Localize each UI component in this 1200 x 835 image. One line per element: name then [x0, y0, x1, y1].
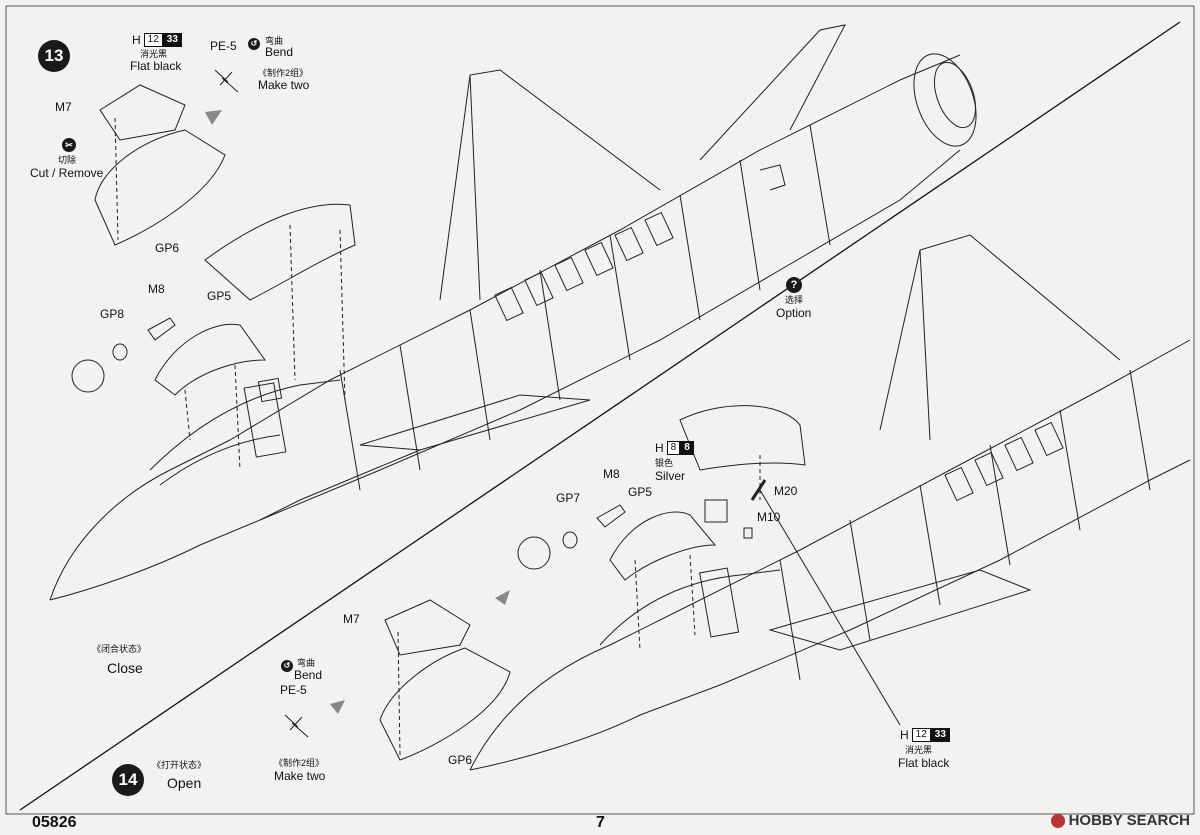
- step-14-badge: 14: [112, 764, 144, 796]
- watermark-text: HOBBY SEARCH: [1068, 812, 1190, 829]
- option-icon: ?: [786, 277, 802, 293]
- m8-gp8-13: [71, 317, 176, 393]
- state-open-en: Open: [167, 775, 202, 791]
- bend-icon: ↺: [248, 38, 260, 50]
- divider-line: [19, 21, 1181, 811]
- watermark: HOBBY SEARCH: [1050, 812, 1190, 829]
- paint-flat-black-13: H 12 33: [132, 33, 182, 47]
- arrow-14b: [330, 700, 345, 714]
- aircraft-closed: [49, 24, 977, 601]
- part-gp6-13: GP6: [155, 241, 180, 255]
- cut-en: Cut / Remove: [30, 166, 104, 180]
- hobby-search-logo-icon: [1050, 813, 1065, 828]
- make-two-en-13: Make two: [258, 78, 310, 92]
- paint-code: H: [900, 728, 909, 742]
- paint-name-en-13: Flat black: [130, 59, 182, 73]
- silver-cn: 银色: [655, 458, 674, 468]
- arrow-13: [205, 110, 222, 125]
- aircraft-open: [469, 234, 1191, 771]
- state-close-cn: 《闭合状态》: [92, 644, 147, 654]
- part-gp8-13: GP8: [100, 307, 125, 321]
- flat-black-cn-14: 消光黑: [905, 745, 933, 755]
- paint-num1: 12: [143, 33, 163, 47]
- make-two-en-14: Make two: [274, 769, 326, 783]
- paint-name-cn-13: 消光黑: [140, 49, 168, 59]
- paint-num1: 12: [911, 728, 931, 742]
- canopy-open-14: [679, 405, 806, 471]
- paint-flat-black-14: H 12 33: [900, 728, 950, 742]
- part-gp5-14: GP5: [628, 485, 653, 499]
- m7-parts-13: [94, 84, 226, 246]
- cut-icon: ✂: [62, 138, 76, 152]
- paint-num2: 8: [680, 441, 694, 455]
- part-m8-13: M8: [148, 282, 165, 296]
- part-m7-14: M7: [343, 612, 360, 626]
- m7-parts-14: [379, 599, 511, 761]
- state-close-en: Close: [107, 660, 143, 676]
- m8-gp7-14: [517, 504, 626, 570]
- product-code: 05826: [32, 814, 77, 831]
- paint-code: H: [655, 441, 664, 455]
- paint-num2: 33: [162, 33, 182, 47]
- pe5-part-13: [214, 69, 239, 93]
- option-en: Option: [776, 306, 812, 320]
- page-number: 7: [596, 814, 605, 831]
- make-two-cn-13: 《制作2组》: [258, 68, 309, 78]
- part-m8-14: M8: [603, 467, 620, 481]
- make-two-cn-14: 《制作2组》: [274, 758, 325, 768]
- gp5-14: [609, 511, 717, 581]
- part-m7-13: M7: [55, 100, 72, 114]
- canopy-inner-gp5: [154, 323, 266, 396]
- pe5-part-14: [284, 714, 309, 738]
- bend-en-13: Bend: [265, 45, 294, 59]
- part-m10-14: M10: [757, 510, 781, 524]
- part-gp6-14: GP6: [448, 753, 473, 767]
- paint-num1: 8: [666, 441, 681, 455]
- m20-m10-14: [704, 479, 767, 539]
- bend-icon: ↺: [281, 660, 293, 672]
- step-13-badge: 13: [38, 40, 70, 72]
- flat-black-en-14: Flat black: [898, 756, 950, 770]
- part-gp5-13: GP5: [207, 289, 232, 303]
- paint-silver: H 8 8: [655, 441, 694, 455]
- canopy-outer-closed: [204, 203, 356, 301]
- cut-cn: 切除: [58, 155, 77, 165]
- bend-cn-14: 弯曲: [297, 658, 316, 668]
- bend-cn-13: 弯曲: [265, 36, 284, 46]
- paint-code: H: [132, 33, 141, 47]
- silver-en: Silver: [655, 469, 686, 483]
- part-gp7-14: GP7: [556, 491, 581, 505]
- bend-en-14: Bend: [294, 668, 323, 682]
- state-open-cn: 《打开状态》: [152, 760, 207, 770]
- arrow-14a: [495, 590, 510, 605]
- paint-num2: 33: [930, 728, 950, 742]
- option-cn: 选择: [785, 295, 804, 305]
- pe5-label-14: PE-5: [280, 683, 307, 697]
- pe5-label-13: PE-5: [210, 39, 237, 53]
- part-m20-14: M20: [774, 484, 798, 498]
